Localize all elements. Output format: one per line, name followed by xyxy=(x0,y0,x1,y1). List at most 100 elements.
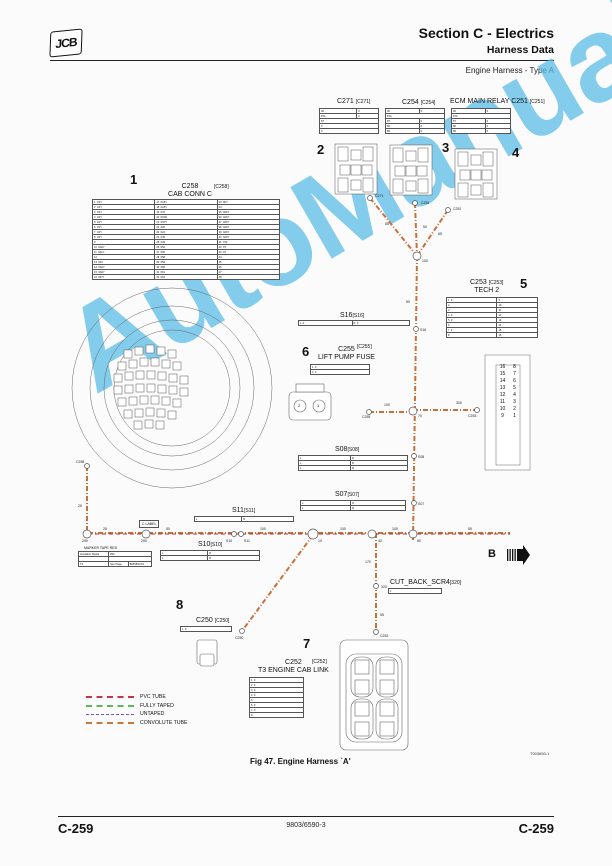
seg-label: 85 xyxy=(385,222,389,226)
callout-7: 7 xyxy=(303,636,311,651)
c271-title: C271 [C271] xyxy=(337,98,371,105)
c253-title: C253 [C253]TECH 2 xyxy=(470,279,504,294)
legend-convolute-tube: CONVOLUTE TUBE xyxy=(86,719,187,728)
convolute-tube-swatch xyxy=(86,721,134,724)
c255-ref: [C255] xyxy=(357,344,372,350)
c255-node-label: C255 xyxy=(362,415,371,419)
c251-title: ECM MAIN RELAY C251 [C251] xyxy=(450,98,545,105)
callout-1: 1 xyxy=(130,172,138,187)
section-title: Section C - Electrics xyxy=(418,25,554,41)
c255-pin-2: 2 xyxy=(298,403,301,408)
c258-node-label: C258 xyxy=(76,460,85,464)
document-number: 9803/6590-3 xyxy=(286,822,326,829)
c251-node-label: C251 xyxy=(453,207,462,211)
harness-variant: Engine Harness - Type A xyxy=(465,66,554,75)
untaped-swatch xyxy=(86,713,134,715)
figure-ref: T003650-1 xyxy=(530,751,550,756)
c252-ref: [C252] xyxy=(312,659,327,665)
page-number-left: C-259 xyxy=(58,821,94,836)
c258-pin-grid xyxy=(113,344,189,430)
seg-label: 70 xyxy=(418,414,422,418)
seg-label: S11 xyxy=(244,539,250,543)
s08-title: S08[S08] xyxy=(335,446,360,453)
pvc-tube-swatch xyxy=(86,696,134,699)
seg-label: 55 xyxy=(468,527,472,531)
seg-label: 100 xyxy=(384,403,390,407)
page-number-right: C-259 xyxy=(518,821,554,836)
seg-label: 50 xyxy=(406,300,410,304)
c254-title: C254 [C254] xyxy=(402,99,436,106)
footer-divider xyxy=(58,816,554,817)
callout-6: 6 xyxy=(302,344,310,359)
s10-title: S10[S10] xyxy=(198,541,223,548)
seg-label: S16 xyxy=(420,328,427,332)
seg-label: 25 xyxy=(103,527,107,531)
s07-title: S07[S07] xyxy=(335,491,360,498)
c250-pin-table: 1 0 xyxy=(180,626,232,632)
seg-label: 100 xyxy=(260,527,266,531)
legend-untaped: UNTAPED xyxy=(86,710,187,719)
callout-2: 2 xyxy=(317,142,325,157)
figure-caption: Fig 47. Engine Harness `A' xyxy=(250,757,351,766)
legend-fully-taped: FULLY TAPED xyxy=(86,702,187,711)
seg-label: 65 xyxy=(438,232,442,236)
seg-label: 290 xyxy=(82,539,88,543)
seg-label: 50 xyxy=(166,527,170,531)
seg-label: S08 xyxy=(418,455,425,459)
header-divider xyxy=(50,60,554,61)
c258-ref: [C258] xyxy=(214,184,229,190)
callout-8: 8 xyxy=(176,597,184,612)
tube-legend: PVC TUBE FULLY TAPED UNTAPED CONVOLUTE T… xyxy=(86,693,187,727)
s16-title: S16[S16] xyxy=(340,312,365,319)
seg-label: 25 xyxy=(78,504,82,508)
arrow-b-icon xyxy=(507,545,530,565)
seg-label: 290 xyxy=(141,539,147,543)
cutback-table: 1 xyxy=(388,588,442,594)
legend-pvc-tube: PVC TUBE xyxy=(86,693,187,702)
c250-node-label: C250 xyxy=(235,636,244,640)
c255-pin-1: 1 xyxy=(317,403,320,408)
seg-label: 10 xyxy=(318,539,322,543)
callout-3: 3 xyxy=(442,140,450,155)
arrow-b-label: B xyxy=(488,548,496,560)
c252-node-label: C252 xyxy=(380,634,389,638)
seg-label: S10 xyxy=(226,539,233,543)
fully-taped-swatch xyxy=(86,704,134,707)
c253-node-label: C253 xyxy=(468,414,477,418)
seg-label: 320 xyxy=(381,585,387,589)
callout-5: 5 xyxy=(520,276,528,291)
seg-label: 100 xyxy=(422,259,428,263)
c-label-tag: C LABEL xyxy=(139,520,160,528)
seg-label: 40 xyxy=(378,539,382,543)
s11-title: S11[S11] xyxy=(232,507,256,514)
seg-label: 100 xyxy=(392,527,398,531)
c271-node-label: C271 xyxy=(375,194,384,198)
section-subtitle: Harness Data xyxy=(486,44,554,56)
callout-4: 4 xyxy=(512,145,520,160)
seg-label: 55 xyxy=(380,613,384,617)
seg-label: 100 xyxy=(340,527,346,531)
c254-node-label: C254 xyxy=(421,201,430,205)
c250-title: C250 [C250] xyxy=(196,617,230,624)
seg-label: 300 xyxy=(456,401,462,405)
cutback-title: CUT_BACK_SCR4[320] xyxy=(390,579,462,586)
marker-tape-title: MARKER TAPE RED xyxy=(84,546,118,550)
seg-label: 60 xyxy=(417,539,421,543)
